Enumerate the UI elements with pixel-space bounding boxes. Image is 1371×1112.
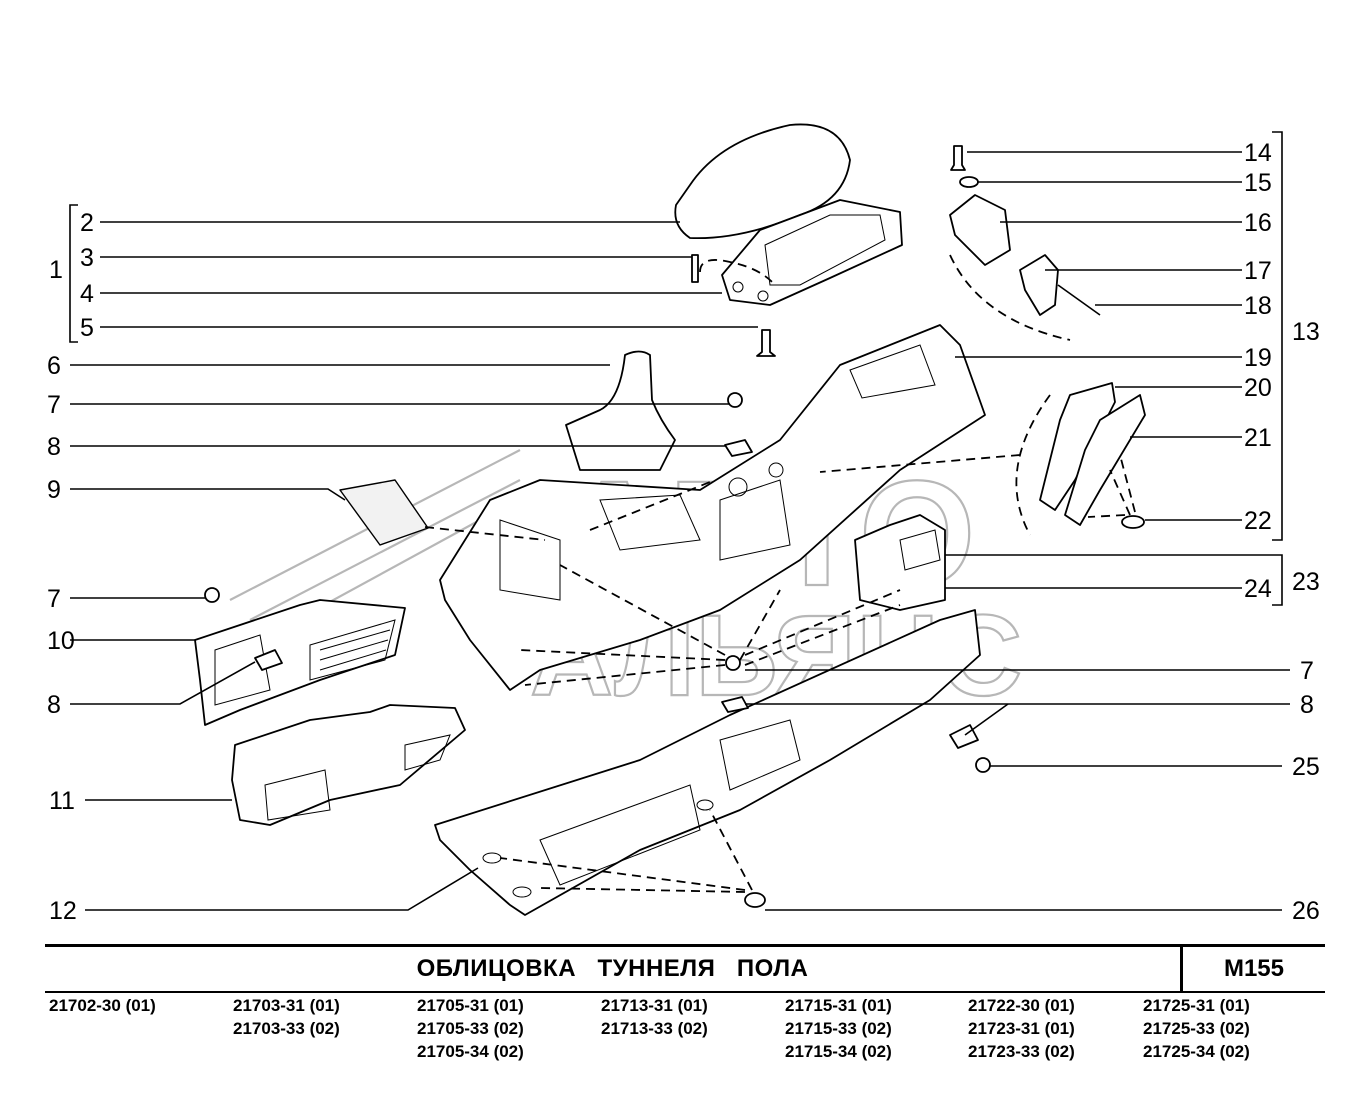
right-trim-part xyxy=(231,704,466,826)
model-code: 21705-33 (02) xyxy=(417,1019,524,1038)
callout-label: 9 xyxy=(47,476,61,504)
model-code: 21715-31 (01) xyxy=(785,996,892,1015)
fastener-parts xyxy=(204,392,991,908)
model-code: 21725-34 (02) xyxy=(1143,1042,1250,1061)
callout-label: 12 xyxy=(49,897,77,925)
model-code: 21705-31 (01) xyxy=(417,996,524,1015)
callout-label: 8 xyxy=(1300,691,1314,719)
callout-label: 10 xyxy=(47,627,75,655)
assembly-path xyxy=(699,259,776,286)
model-column: 21715-31 (01) 21715-33 (02) 21715-34 (02… xyxy=(785,994,892,1063)
callout-labels-right: 14 15 16 17 18 13 19 20 21 22 23 24 7 8 … xyxy=(1244,139,1320,925)
callout-label: 20 xyxy=(1244,374,1272,402)
leader-lines-left xyxy=(69,204,758,911)
callout-label: 17 xyxy=(1244,257,1272,285)
model-code: 21725-33 (02) xyxy=(1143,1019,1250,1038)
bracket-assembly-part xyxy=(1039,382,1146,529)
handle-assembly-part xyxy=(949,145,1101,316)
model-code: 21713-33 (02) xyxy=(601,1019,708,1038)
callout-label: 2 xyxy=(80,209,94,237)
assembly-path xyxy=(949,254,1071,341)
callout-label: 24 xyxy=(1244,575,1272,603)
callout-label: 7 xyxy=(47,391,61,419)
sheet-code-cell: М155 xyxy=(1180,947,1325,991)
model-column: 21725-31 (01) 21725-33 (02) 21725-34 (02… xyxy=(1143,994,1250,1063)
model-code: 21703-31 (01) xyxy=(233,996,340,1015)
model-code: 21723-33 (02) xyxy=(968,1042,1075,1061)
model-column: 21722-30 (01) 21723-31 (01) 21723-33 (02… xyxy=(968,994,1075,1063)
callout-label: 11 xyxy=(49,787,75,815)
assembly-path xyxy=(1015,394,1051,536)
callout-label: 18 xyxy=(1244,292,1272,320)
armrest-cushion-part xyxy=(674,123,851,240)
model-code: 21703-33 (02) xyxy=(233,1019,340,1038)
callout-label: 25 xyxy=(1292,753,1320,781)
model-code: 21722-30 (01) xyxy=(968,996,1075,1015)
model-code: 21723-31 (01) xyxy=(968,1019,1075,1038)
model-column: 21705-31 (01) 21705-33 (02) 21705-34 (02… xyxy=(417,994,524,1063)
callout-label: 13 xyxy=(1292,318,1320,346)
screw-part xyxy=(756,329,776,357)
model-list: 21702-30 (01) 21703-31 (01) 21703-33 (02… xyxy=(45,994,1335,1074)
tunnel-base-part xyxy=(434,609,981,916)
assembly-arrows xyxy=(424,454,1136,893)
model-column: 21702-30 (01) xyxy=(49,994,156,1017)
title-bar: ОБЛИЦОВКА ТУННЕЛЯ ПОЛА М155 xyxy=(45,944,1325,993)
model-code: 21705-34 (02) xyxy=(417,1042,524,1061)
callout-label: 7 xyxy=(1300,657,1314,685)
callout-label: 21 xyxy=(1244,424,1272,452)
callout-label: 19 xyxy=(1244,344,1272,372)
sheet-code: М155 xyxy=(1223,955,1285,982)
callout-label: 4 xyxy=(80,280,94,308)
callout-label: 26 xyxy=(1292,897,1320,925)
left-trim-part xyxy=(194,599,406,726)
side-trim-part xyxy=(854,514,946,611)
center-console-part xyxy=(439,324,986,691)
model-code: 21725-31 (01) xyxy=(1143,996,1250,1015)
armrest-base-part xyxy=(721,199,903,306)
parts-diagram: АВТО АЛЬЯНС xyxy=(47,123,1320,925)
callout-label: 23 xyxy=(1292,568,1320,596)
leader-lines-right xyxy=(745,131,1290,911)
callout-label: 3 xyxy=(80,244,94,272)
sheet-title: ОБЛИЦОВКА ТУННЕЛЯ ПОЛА xyxy=(416,955,809,982)
callout-label: 5 xyxy=(80,314,94,342)
callout-label: 22 xyxy=(1244,507,1272,535)
shift-boot-part xyxy=(565,350,676,471)
callout-labels-left: 1 2 3 4 5 6 7 8 9 7 10 8 11 12 xyxy=(47,209,94,925)
callout-label: 15 xyxy=(1244,169,1272,197)
callout-label: 1 xyxy=(49,256,63,284)
callout-label: 14 xyxy=(1244,139,1272,167)
callout-label: 6 xyxy=(47,352,61,380)
model-code: 21702-30 (01) xyxy=(49,996,156,1015)
model-code: 21715-33 (02) xyxy=(785,1019,892,1038)
callout-label: 7 xyxy=(47,585,61,613)
callout-label: 8 xyxy=(47,433,61,461)
model-column: 21713-31 (01) 21713-33 (02) xyxy=(601,994,708,1040)
model-code: 21713-31 (01) xyxy=(601,996,708,1015)
callout-label: 16 xyxy=(1244,209,1272,237)
model-code: 21715-34 (02) xyxy=(785,1042,892,1061)
pin-part xyxy=(691,254,699,283)
model-column: 21703-31 (01) 21703-33 (02) xyxy=(233,994,340,1040)
callout-label: 8 xyxy=(47,691,61,719)
